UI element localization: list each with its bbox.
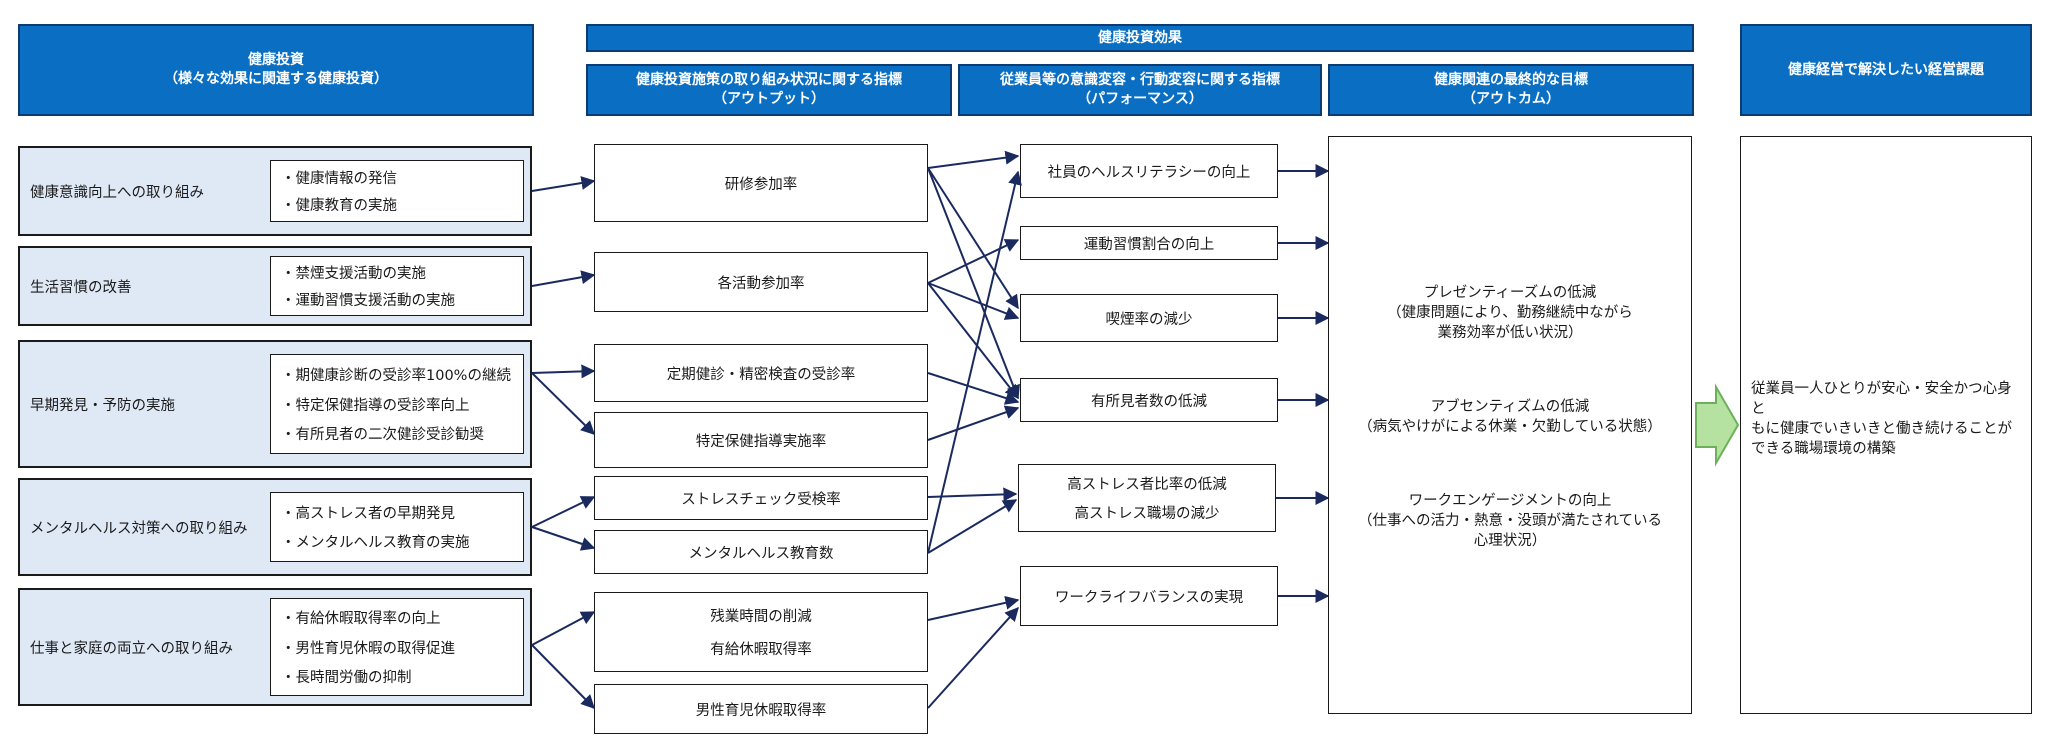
category-early-detection: 早期発見・予防の実施 ・期健康診断の受診率100%の継続 ・特定保健指導の受診率… bbox=[18, 340, 532, 468]
list-item: ・運動習慣支援活動の実施 bbox=[281, 292, 455, 309]
output-label: 特定保健指導実施率 bbox=[695, 433, 827, 450]
output-checkup-rate: 定期健診・精密検査の受診率 bbox=[594, 344, 928, 402]
issue-box: 従業員一人ひとりが安心・安全かつ心身と もに健康でいきいきと働き続けることが で… bbox=[1740, 136, 2032, 714]
connector-arrow bbox=[927, 170, 1022, 554]
connector-arrow bbox=[531, 372, 595, 435]
outcome-box: プレゼンティーズムの低減 （健康問題により、勤務継続中ながら 業務効率が低い状況… bbox=[1328, 136, 1692, 714]
output-label: 定期健診・精密検査の受診率 bbox=[666, 366, 856, 383]
connector-arrow bbox=[927, 372, 1020, 405]
performance-health-literacy: 社員のヘルスリテラシーの向上 bbox=[1020, 144, 1278, 198]
connector-arrow bbox=[927, 405, 1020, 441]
category-item-list: ・期健康診断の受診率100%の継続 ・特定保健指導の受診率向上 ・有所見者の二次… bbox=[270, 354, 524, 454]
connector-arrow bbox=[927, 282, 1020, 320]
connector-arrow bbox=[927, 167, 1019, 310]
output-label: 研修参加率 bbox=[724, 176, 798, 193]
output-label: ストレスチェック受検率 bbox=[681, 491, 841, 508]
output-overtime-leave: 残業時間の削減 有給休暇取得率 bbox=[594, 592, 928, 672]
header-performance: 従業員等の意識変容・行動変容に関する指標 （パフォーマンス） bbox=[958, 64, 1322, 116]
category-label: 健康意識向上への取り組み bbox=[30, 184, 204, 201]
connector-arrow bbox=[927, 606, 1019, 709]
category-item-list: ・健康情報の発信 ・健康教育の実施 bbox=[270, 160, 524, 222]
header-effects: 健康投資効果 bbox=[586, 24, 1694, 52]
connector-arrow bbox=[531, 176, 596, 192]
category-mental-health: メンタルヘルス対策への取り組み ・高ストレス者の早期発見 ・メンタルヘルス教育の… bbox=[18, 478, 532, 576]
output-stress-check-rate: ストレスチェック受検率 bbox=[594, 476, 928, 520]
connector-arrow bbox=[531, 644, 595, 709]
connector-arrow bbox=[927, 595, 1020, 621]
management-issue-text: 従業員一人ひとりが安心・安全かつ心身と もに健康でいきいきと働き続けることが で… bbox=[1751, 381, 2012, 457]
performance-label: ワークライフバランスの実現 bbox=[1054, 589, 1244, 606]
output-label: 各活動参加率 bbox=[717, 275, 805, 292]
category-label: 生活習慣の改善 bbox=[30, 279, 132, 296]
category-item-list: ・高ストレス者の早期発見 ・メンタルヘルス教育の実施 bbox=[270, 492, 524, 562]
header-outcome: 健康関連の最終的な目標 （アウトカム） bbox=[1328, 64, 1694, 116]
category-label: メンタルヘルス対策への取り組み bbox=[30, 520, 248, 537]
output-label: 有給休暇取得率 bbox=[710, 642, 812, 658]
performance-label: 有所見者数の低減 bbox=[1091, 393, 1207, 410]
connector-arrow bbox=[927, 282, 1019, 400]
connector-arrow bbox=[531, 496, 596, 528]
performance-label: 高ストレス職場の減少 bbox=[1074, 506, 1220, 522]
performance-exercise-habit: 運動習慣割合の向上 bbox=[1020, 226, 1278, 260]
performance-label: 社員のヘルスリテラシーの向上 bbox=[1047, 164, 1251, 181]
header-issues: 健康経営で解決したい経営課題 bbox=[1740, 24, 2032, 116]
list-item: ・禁煙支援活動の実施 bbox=[281, 266, 426, 283]
performance-abnormal-findings: 有所見者数の低減 bbox=[1020, 378, 1278, 422]
list-item: ・高ストレス者の早期発見 bbox=[281, 505, 455, 522]
connector-arrow bbox=[531, 364, 596, 379]
connector-arrow bbox=[927, 487, 1018, 502]
list-item: ・期健康診断の受診率100%の継続 bbox=[281, 367, 511, 384]
list-item: ・特定保健指導の受診率向上 bbox=[281, 397, 470, 414]
outcome-presenteeism: プレゼンティーズムの低減 （健康問題により、勤務継続中ながら 業務効率が低い状況… bbox=[1387, 285, 1633, 341]
outcome-work-engagement: ワークエンゲージメントの向上 （仕事への活力・熱意・没頭が満たされている 心理状… bbox=[1357, 493, 1663, 549]
output-label: メンタルヘルス教育数 bbox=[688, 545, 834, 562]
output-health-guidance-rate: 特定保健指導実施率 bbox=[594, 412, 928, 468]
list-item: ・メンタルヘルス教育の実施 bbox=[281, 535, 470, 552]
output-label: 男性育児休暇取得率 bbox=[695, 702, 827, 719]
list-item: ・有給休暇取得率の向上 bbox=[281, 611, 441, 628]
list-item: ・健康情報の発信 bbox=[281, 171, 397, 187]
category-health-awareness: 健康意識向上への取り組み ・健康情報の発信 ・健康教育の実施 bbox=[18, 146, 532, 236]
performance-label: 喫煙率の減少 bbox=[1105, 311, 1193, 328]
header-investment: 健康投資 （様々な効果に関連する健康投資） bbox=[18, 24, 534, 116]
category-label: 早期発見・予防の実施 bbox=[30, 397, 175, 414]
connector-arrow bbox=[531, 526, 596, 551]
performance-high-stress: 高ストレス者比率の低減 高ストレス職場の減少 bbox=[1018, 464, 1276, 532]
list-item: ・長時間労働の抑制 bbox=[281, 669, 412, 686]
list-item: ・男性育児休暇の取得促進 bbox=[281, 640, 455, 657]
performance-label: 運動習慣割合の向上 bbox=[1083, 236, 1215, 253]
connector-arrow bbox=[927, 167, 1020, 400]
connector-arrow bbox=[531, 611, 596, 646]
output-label: 残業時間の削減 bbox=[710, 609, 812, 625]
header-output: 健康投資施策の取り組み状況に関する指標 （アウトプット） bbox=[586, 64, 952, 116]
performance-smoking-rate: 喫煙率の減少 bbox=[1020, 294, 1278, 342]
category-label: 仕事と家庭の両立への取り組み bbox=[30, 640, 233, 657]
output-paternity-leave-rate: 男性育児休暇取得率 bbox=[594, 684, 928, 734]
output-training-participation: 研修参加率 bbox=[594, 144, 928, 222]
performance-label: 高ストレス者比率の低減 bbox=[1067, 477, 1227, 493]
list-item: ・有所見者の二次健診受診勧奨 bbox=[281, 427, 484, 444]
connector-arrow bbox=[927, 150, 1020, 169]
category-item-list: ・有給休暇取得率の向上 ・男性育児休暇の取得促進 ・長時間労働の抑制 bbox=[270, 598, 524, 696]
connector-arrow bbox=[531, 270, 596, 287]
performance-work-life-balance: ワークライフバランスの実現 bbox=[1020, 566, 1278, 626]
category-lifestyle: 生活習慣の改善 ・禁煙支援活動の実施 ・運動習慣支援活動の実施 bbox=[18, 246, 532, 326]
connector-arrow bbox=[927, 239, 1020, 284]
connector-arrow bbox=[927, 499, 1018, 554]
output-activity-participation: 各活動参加率 bbox=[594, 252, 928, 312]
outcome-absenteeism: アブセンティズムの低減 （病気やけがによる休業・欠勤している状態） bbox=[1358, 399, 1662, 435]
category-item-list: ・禁煙支援活動の実施 ・運動習慣支援活動の実施 bbox=[270, 256, 524, 316]
category-work-life: 仕事と家庭の両立への取り組み ・有給休暇取得率の向上 ・男性育児休暇の取得促進 … bbox=[18, 588, 532, 706]
list-item: ・健康教育の実施 bbox=[281, 198, 397, 214]
big-arrow-icon bbox=[1695, 383, 1740, 467]
